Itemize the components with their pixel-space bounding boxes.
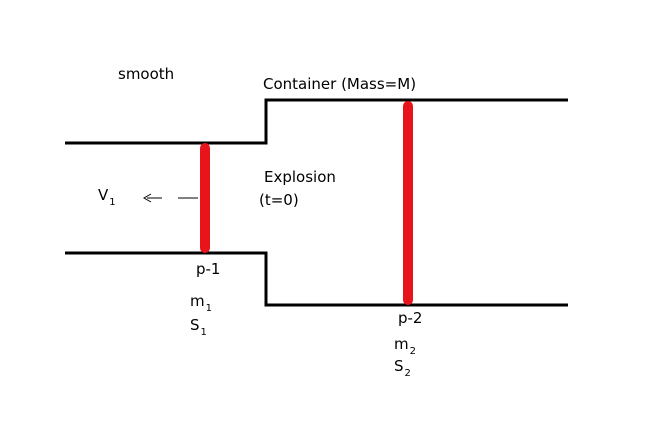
piston-p2-mass: m2	[394, 335, 416, 357]
piston-p2-label: p-2	[398, 309, 423, 327]
explosion-time-label: (t=0)	[259, 191, 299, 209]
container-lower-wall	[65, 251, 568, 307]
piston-p1-label: p-1	[196, 260, 221, 278]
surface-label: smooth	[118, 65, 175, 83]
piston-p1-area: S1	[190, 316, 207, 338]
velocity-arrow-head	[142, 193, 152, 203]
velocity-label: V1	[98, 186, 116, 208]
container-upper-wall	[65, 98, 568, 145]
container-label: Container (Mass=M)	[263, 75, 417, 93]
piston-p1-mass: m1	[190, 292, 212, 314]
explosion-label: Explosion	[264, 168, 336, 186]
piston-p2-area: S2	[394, 357, 411, 379]
